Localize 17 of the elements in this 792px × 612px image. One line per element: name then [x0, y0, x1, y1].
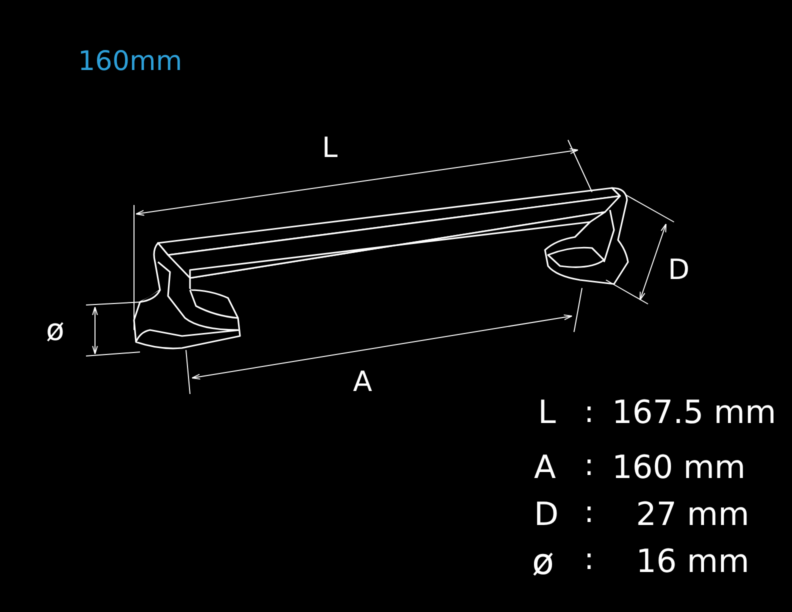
spec-value: 167.5 mm: [612, 396, 776, 428]
spec-separator: :: [584, 498, 594, 528]
spec-label: A: [534, 451, 556, 483]
spec-separator: :: [584, 398, 594, 428]
spec-label: D: [534, 498, 559, 530]
spec-label: ø: [532, 545, 554, 581]
dimension-label: L: [322, 134, 338, 162]
spec-value: 27 mm: [636, 498, 750, 530]
dimension-label: A: [353, 368, 372, 396]
dimension-label: D: [668, 256, 690, 284]
spec-value: 160 mm: [612, 451, 746, 483]
spec-label: L: [538, 396, 556, 428]
spec-separator: :: [584, 451, 594, 481]
spec-value: 16 mm: [636, 545, 750, 577]
title: 160mm: [78, 48, 182, 75]
dimension-label: ø: [46, 316, 64, 346]
spec-separator: :: [584, 545, 594, 575]
